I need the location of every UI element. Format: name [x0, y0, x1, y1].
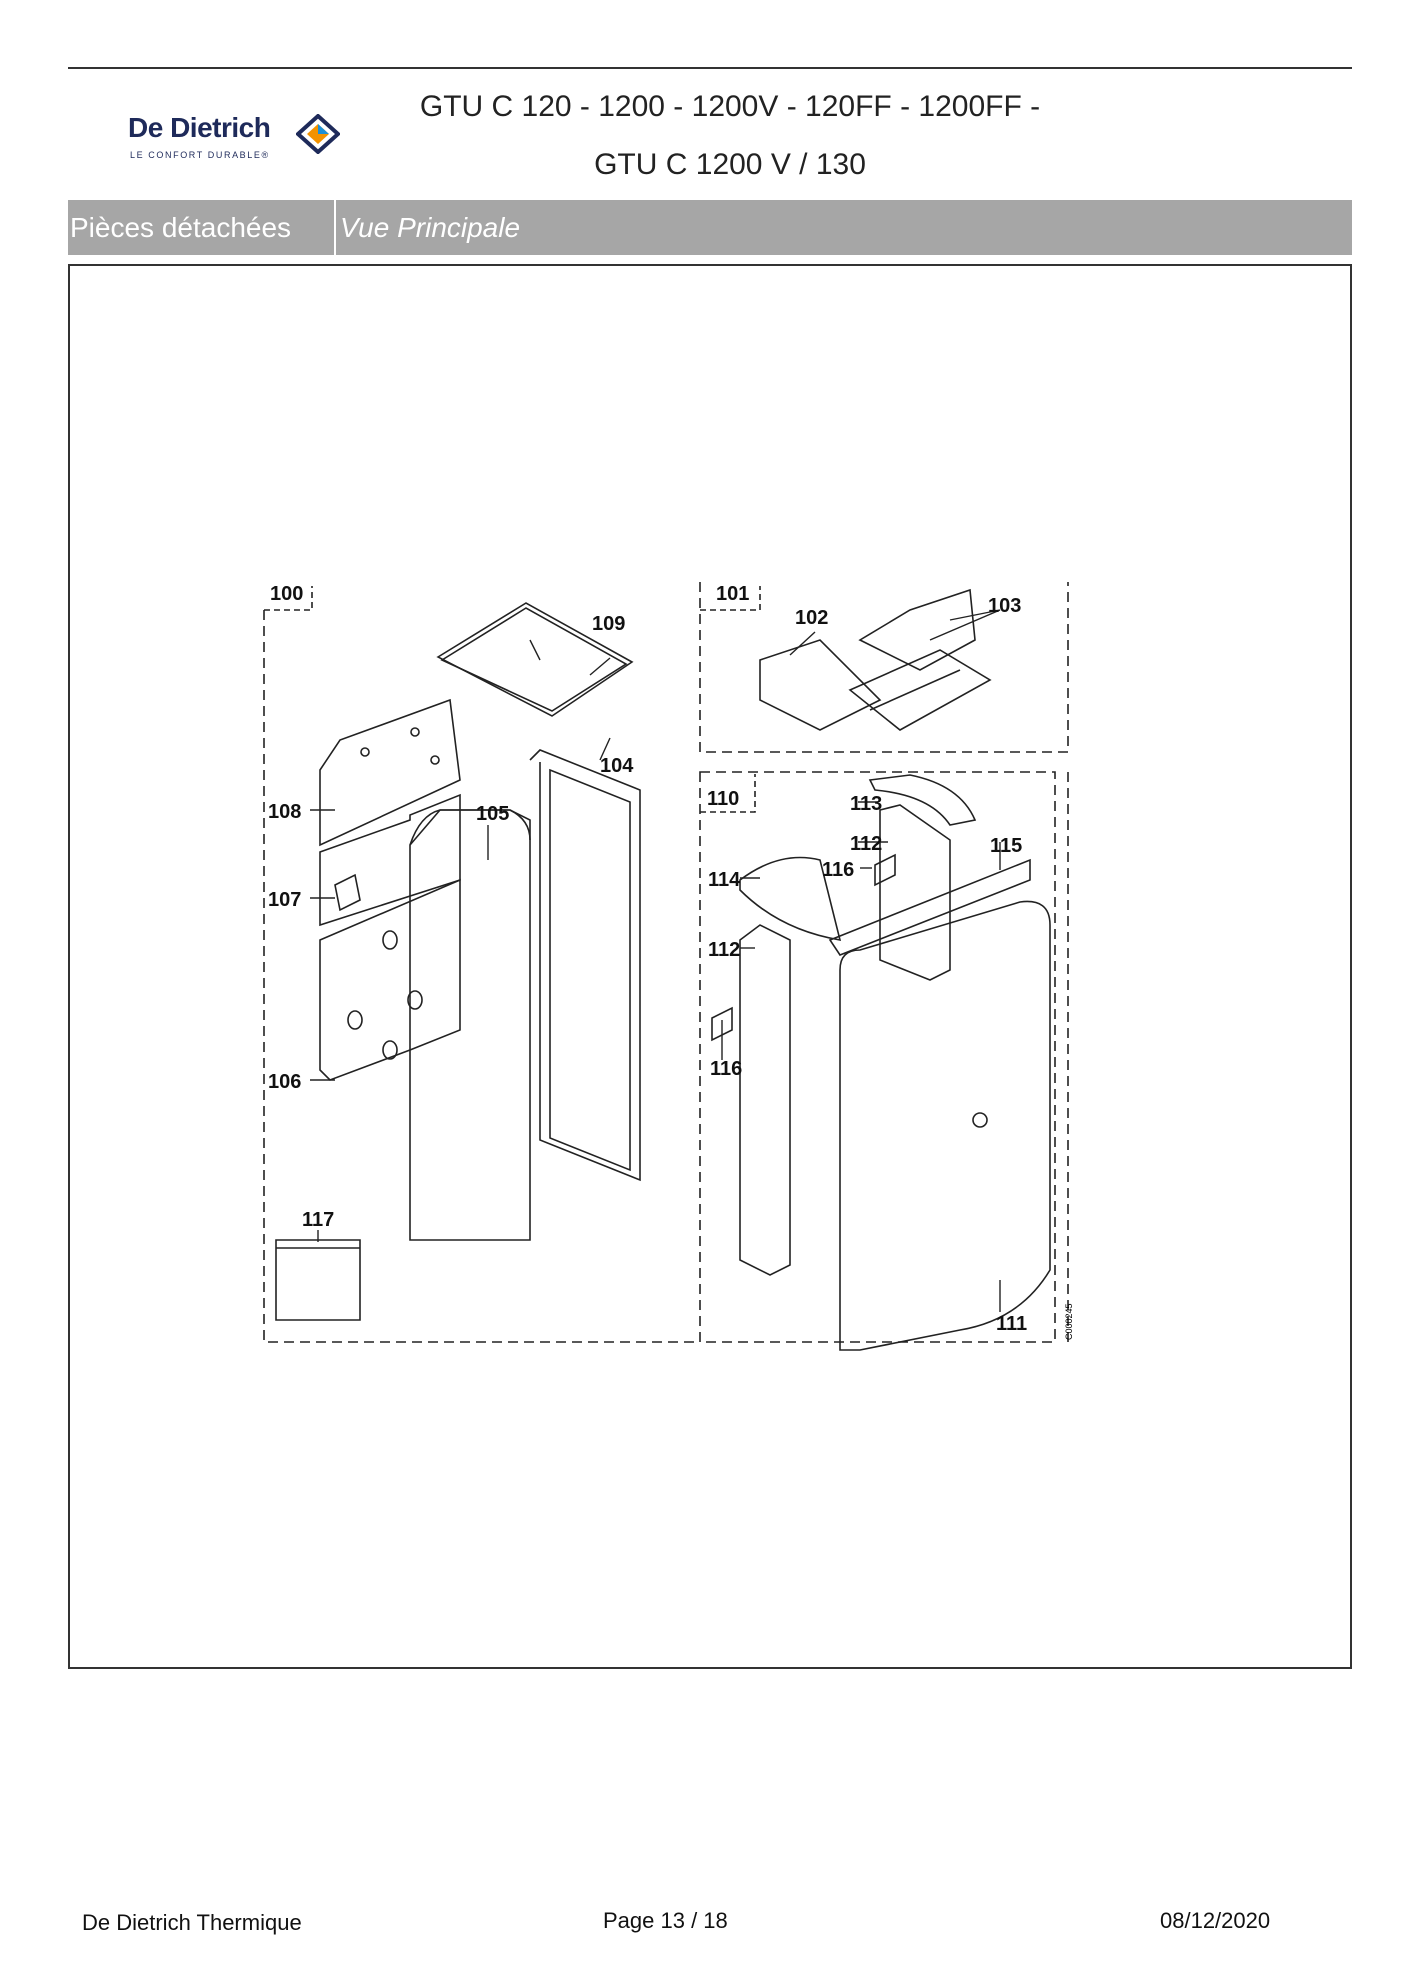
- footer-page-number: Page 13 / 18: [603, 1908, 728, 1933]
- part-label-116-lower: 116: [710, 1058, 742, 1080]
- part-label-103: 103: [988, 595, 1021, 617]
- part-label-108: 108: [268, 801, 301, 823]
- part-label-107: 107: [268, 889, 301, 911]
- drawing-code: C000245: [1064, 1303, 1074, 1340]
- footer-date: 08/12/2020: [1160, 1908, 1271, 1933]
- part-label-112-upper: 112: [850, 833, 882, 855]
- section-category: Pièces détachées: [68, 200, 336, 255]
- section-view: Vue Principale: [340, 212, 521, 243]
- part-label-114: 114: [708, 869, 741, 891]
- part-label-109: 109: [592, 613, 625, 635]
- footer-company: De Dietrich Thermique: [82, 1910, 302, 1935]
- part-label-105: 105: [476, 803, 509, 825]
- brand-name: De Dietrich: [128, 112, 271, 143]
- group-label-100: 100: [270, 583, 303, 605]
- document-title-line2: GTU C 1200 V / 130: [594, 148, 866, 181]
- part-label-104: 104: [600, 755, 634, 777]
- part-label-116-upper: 116: [822, 859, 854, 881]
- document-title-line1: GTU C 120 - 1200 - 1200V - 120FF - 1200F…: [419, 90, 1041, 123]
- part-label-112-lower: 112: [708, 939, 740, 961]
- part-label-113: 113: [850, 793, 882, 815]
- diamond-logo-icon: [296, 114, 340, 154]
- part-label-111: 111: [996, 1313, 1027, 1335]
- header-rule: [68, 67, 1352, 69]
- part-label-117: 117: [302, 1209, 334, 1231]
- group-label-101: 101: [716, 583, 749, 605]
- exploded-parts-diagram: 100 101 110 102 103 104 105 106 107 108 …: [263, 582, 1074, 1351]
- section-bar: Pièces détachées Vue Principale: [68, 200, 1352, 255]
- part-label-106: 106: [268, 1071, 301, 1093]
- part-label-115: 115: [990, 835, 1022, 857]
- brand-logo: De Dietrich LE CONFORT DURABLE®: [128, 112, 340, 166]
- diagram-frame: [68, 264, 1352, 1669]
- group-label-110: 110: [707, 788, 739, 810]
- part-label-102: 102: [795, 607, 828, 629]
- brand-tagline: LE CONFORT DURABLE®: [130, 150, 270, 160]
